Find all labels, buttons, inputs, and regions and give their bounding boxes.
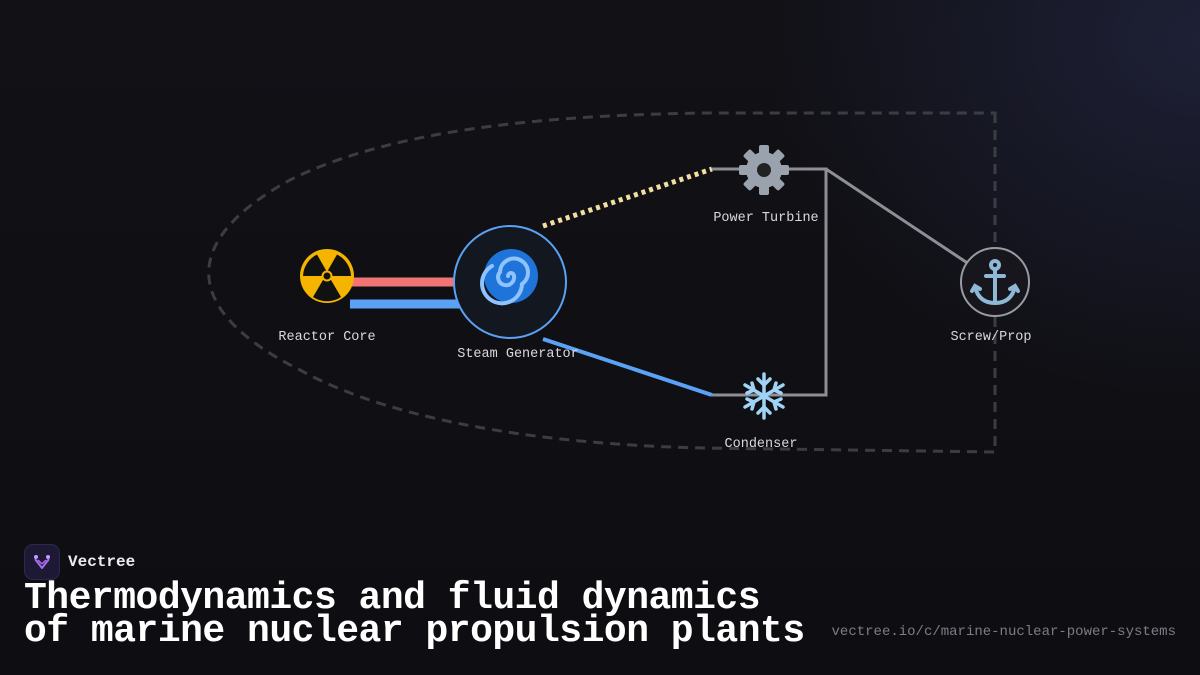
reactor-core-label: Reactor Core (278, 330, 375, 345)
snowflake-icon (743, 372, 785, 420)
steam-line (542, 166, 713, 229)
screw-prop-label: Screw/Prop (950, 330, 1031, 345)
page-title: Thermodynamics and fluid dynamics of mar… (24, 577, 805, 653)
brand: Vectree (24, 544, 135, 580)
containment-boundary (207, 111, 997, 454)
cyclone-icon (480, 249, 538, 306)
condenser-label: Condenser (725, 437, 798, 452)
steam-generator-label: Steam Generator (457, 347, 579, 362)
exhaust-loop (712, 167, 828, 397)
feedwater-line (542, 337, 713, 397)
gear-icon (739, 145, 789, 195)
shaft-line (825, 167, 991, 280)
power-turbine-label: Power Turbine (713, 211, 818, 226)
anchor-icon (970, 259, 1020, 306)
vectree-logo-icon (24, 544, 60, 580)
course-url[interactable]: vectree.io/c/marine-nuclear-power-system… (831, 624, 1176, 640)
radioactive-icon (300, 249, 354, 303)
brand-name: Vectree (68, 553, 136, 571)
